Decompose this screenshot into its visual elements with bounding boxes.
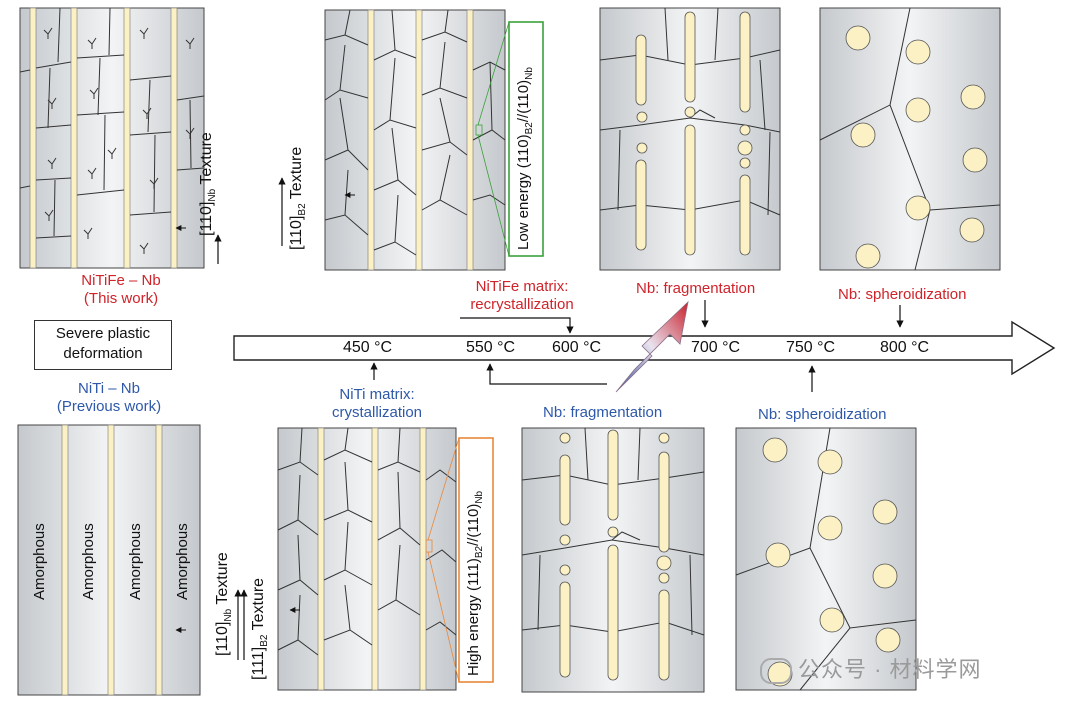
panel-amorphous-niti [17,424,201,696]
low-energy-interface-label: Low energy (110)B2//(110)Nb [515,67,535,250]
low-energy-b2: B2 [524,122,535,135]
temp-800: 800 °C [880,339,930,356]
temp-750: 750 °C [786,339,836,356]
low-energy-mid: //(110) [515,79,532,123]
temp-550: 550 °C [466,339,516,356]
panel-spheroidization-top [819,7,1001,271]
texture-b2-top-label: [110]B2 Texture [288,147,308,250]
texture-nb-bottom-sub: Nb [223,608,235,622]
high-energy-interface-label: High energy (111)B2//(110)Nb [465,491,485,676]
texture-b2-top-word: Texture [288,146,305,204]
high-energy-b2: B2 [474,545,485,559]
panel-spheroidization-bottom [735,427,917,691]
panel-deformed-nitife [19,7,205,269]
high-energy-nb: Nb [474,490,485,504]
recrystallization-line2: recrystallization [470,296,574,313]
spd-box: Severe plastic deformation [34,320,172,370]
panel-fragmentation-bottom [521,427,705,693]
spheroidization-bottom-label: Nb: spheroidization [758,406,887,423]
panel-recrystallized-nitife [324,9,544,271]
temp-450: 450 °C [343,339,393,356]
texture-nb-top-label: [110]Nb Texture [198,132,218,236]
crystallization-label: NiTi matrix: crystallization [312,386,442,422]
fragmentation-bottom-label: Nb: fragmentation [543,404,663,421]
recrystallization-line1: NiTiFe matrix: [475,278,569,295]
amorphous-label-4: Amorphous [174,523,191,600]
gradient-shift-arrow [615,300,689,393]
low-energy-prefix: Low energy (110) [515,134,532,250]
crystallization-line1: NiTi matrix: [339,386,415,403]
top-series-line2: (This work) [83,290,159,307]
texture-nb-bottom-main: [110] [214,621,231,656]
texture-nb-top-sub: Nb [207,188,219,202]
bottom-series-line1: NiTi – Nb [78,380,140,397]
spd-line1: Severe plastic [55,325,151,342]
texture-b2-bottom-sub: B2 [259,634,271,647]
amorphous-label-2: Amorphous [80,523,97,600]
texture-b2-bottom-word: Texture [250,577,267,635]
recrystallization-label: NiTiFe matrix: recrystallization [452,278,592,314]
top-series-line1: NiTiFe – Nb [81,272,161,289]
watermark: 公众号 · 材料学网 [760,652,982,685]
texture-b2-bottom-label: [111]B2 Texture [250,578,270,680]
panel-fragmentation-top [599,7,781,271]
texture-nb-bottom-label: [110]Nb Texture [214,552,234,656]
pointer-arrows [370,300,904,392]
spd-line2: deformation [63,345,143,362]
texture-nb-top-word: Texture [198,132,215,189]
temp-600: 600 °C [552,339,602,356]
temp-700: 700 °C [691,339,741,356]
crystallization-line2: crystallization [331,404,423,421]
texture-b2-top-main: [110] [288,215,305,250]
fragmentation-top-label: Nb: fragmentation [636,280,756,297]
texture-nb-top-main: [110] [198,201,215,236]
texture-arrows [214,177,286,660]
bottom-series-label: NiTi – Nb (Previous work) [34,380,184,416]
top-series-label: NiTiFe – Nb (This work) [56,272,186,308]
high-energy-prefix: High energy (111) [465,558,482,676]
texture-b2-bottom-main: [111] [250,646,267,680]
low-energy-nb: Nb [524,67,535,80]
texture-nb-bottom-word: Texture [214,552,231,609]
amorphous-label-3: Amorphous [127,523,144,600]
watermark-text: 公众号 · 材料学网 [798,657,982,682]
texture-b2-top-sub: B2 [297,203,309,216]
spheroidization-top-label: Nb: spheroidization [838,286,967,303]
panel-crystallized-niti [277,427,494,691]
bottom-series-line2: (Previous work) [56,398,162,415]
amorphous-label-1: Amorphous [31,523,48,600]
wechat-icon [760,658,792,685]
high-energy-mid: //(110) [465,503,482,546]
